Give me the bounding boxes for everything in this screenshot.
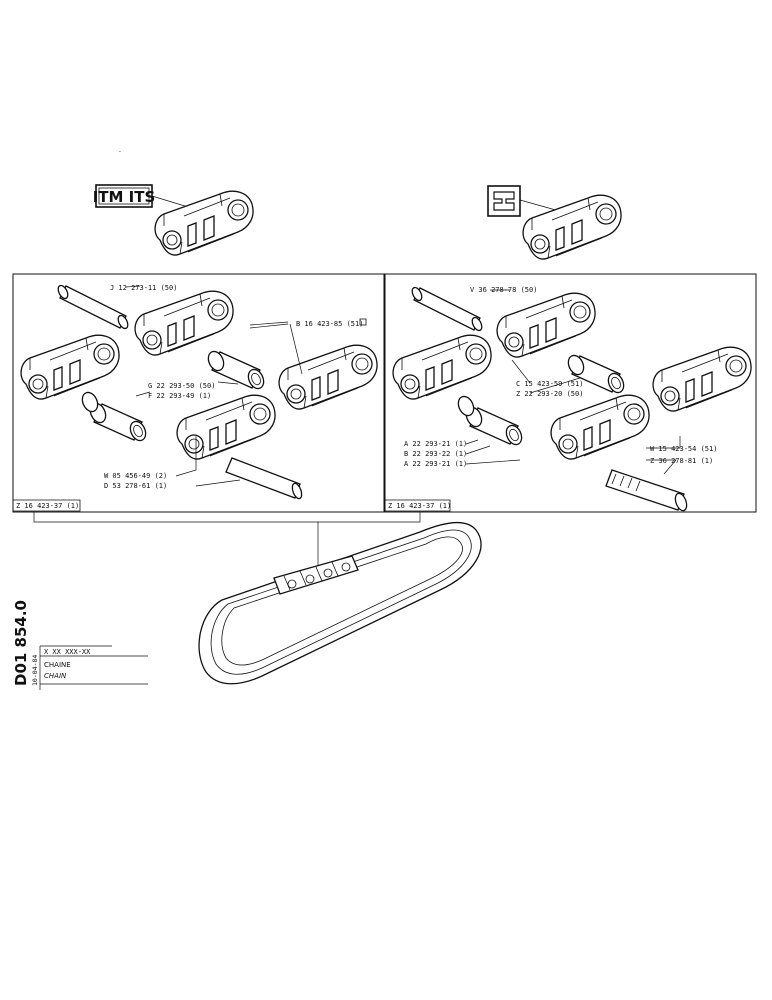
title-fr: CHAINE: [44, 661, 71, 669]
label-f: F 22 293-49 (1): [148, 392, 211, 400]
right-logo: [487, 185, 521, 217]
label-g: G 22 293-50 (50): [148, 382, 215, 390]
label-z2: Z 36 278-81 (1): [650, 457, 713, 465]
left-leaders: [125, 285, 303, 487]
left-tag-box: [13, 499, 81, 512]
right-tag-box: [384, 499, 451, 512]
right-panel-parts: [392, 285, 752, 512]
ref-number: X XX XXX-XX: [44, 648, 91, 656]
left-panel-frame: [12, 273, 386, 513]
page-dot: .: [118, 146, 122, 154]
right-leaders: [465, 289, 681, 475]
left-logo: ITM ITS: [93, 184, 156, 208]
title-en: CHAIN: [44, 672, 67, 680]
square-marker: [359, 318, 367, 326]
label-v: V 36 278-78 (50): [470, 286, 537, 294]
label-z-left: Z 16 423-37 (1): [16, 502, 79, 510]
label-z1: Z 22 293-20 (50): [516, 390, 583, 398]
label-w-right: W 15 423-54 (51): [650, 445, 717, 453]
track-chain: [198, 522, 482, 685]
left-top-link: [154, 190, 254, 256]
label-c: C 15 423-59 (51): [516, 380, 583, 388]
left-panel-parts: [20, 283, 378, 500]
label-d: D 53 278-61 (1): [104, 482, 167, 490]
drawing-date: 10-04-84: [31, 655, 39, 686]
title-block: D01 854.0 10-04-84 X XX XXX-XX CHAINE CH…: [12, 600, 148, 690]
logo-text: ITM ITS: [93, 188, 156, 206]
label-b-left: B 16 423-85 (51): [296, 320, 363, 328]
label-a1: A 22 293-21 (1): [404, 440, 467, 448]
label-w-left: W 05 456-49 (2): [104, 472, 167, 480]
drawing-code: D01 854.0: [12, 600, 30, 686]
right-panel-frame: [383, 273, 757, 513]
label-z3: Z 16 423-37 (1): [388, 502, 451, 510]
label-a2: A 22 293-21 (1): [404, 460, 467, 468]
label-b-right: B 22 293-22 (1): [404, 450, 467, 458]
bracket-line: [33, 512, 421, 523]
label-j: J 12 273-11 (50): [110, 284, 177, 292]
